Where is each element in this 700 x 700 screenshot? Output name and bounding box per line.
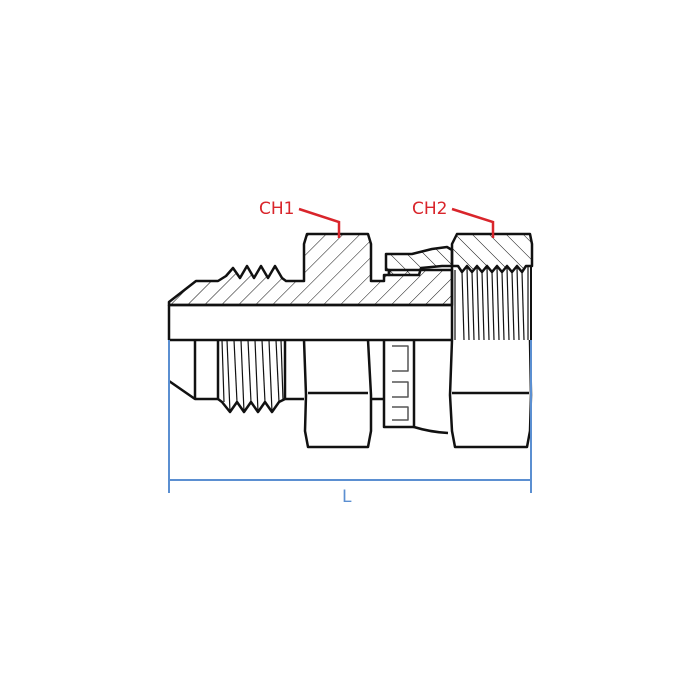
ch1-label: CH1 xyxy=(259,199,294,219)
bore xyxy=(167,303,452,342)
callout-ch2: CH2 xyxy=(412,199,495,238)
length-label: L xyxy=(342,487,352,507)
dimension-length xyxy=(168,340,532,493)
body-section xyxy=(167,232,534,341)
callout-ch1: CH1 xyxy=(259,199,341,238)
body-external xyxy=(168,339,533,449)
ch2-label: CH2 xyxy=(412,199,447,219)
